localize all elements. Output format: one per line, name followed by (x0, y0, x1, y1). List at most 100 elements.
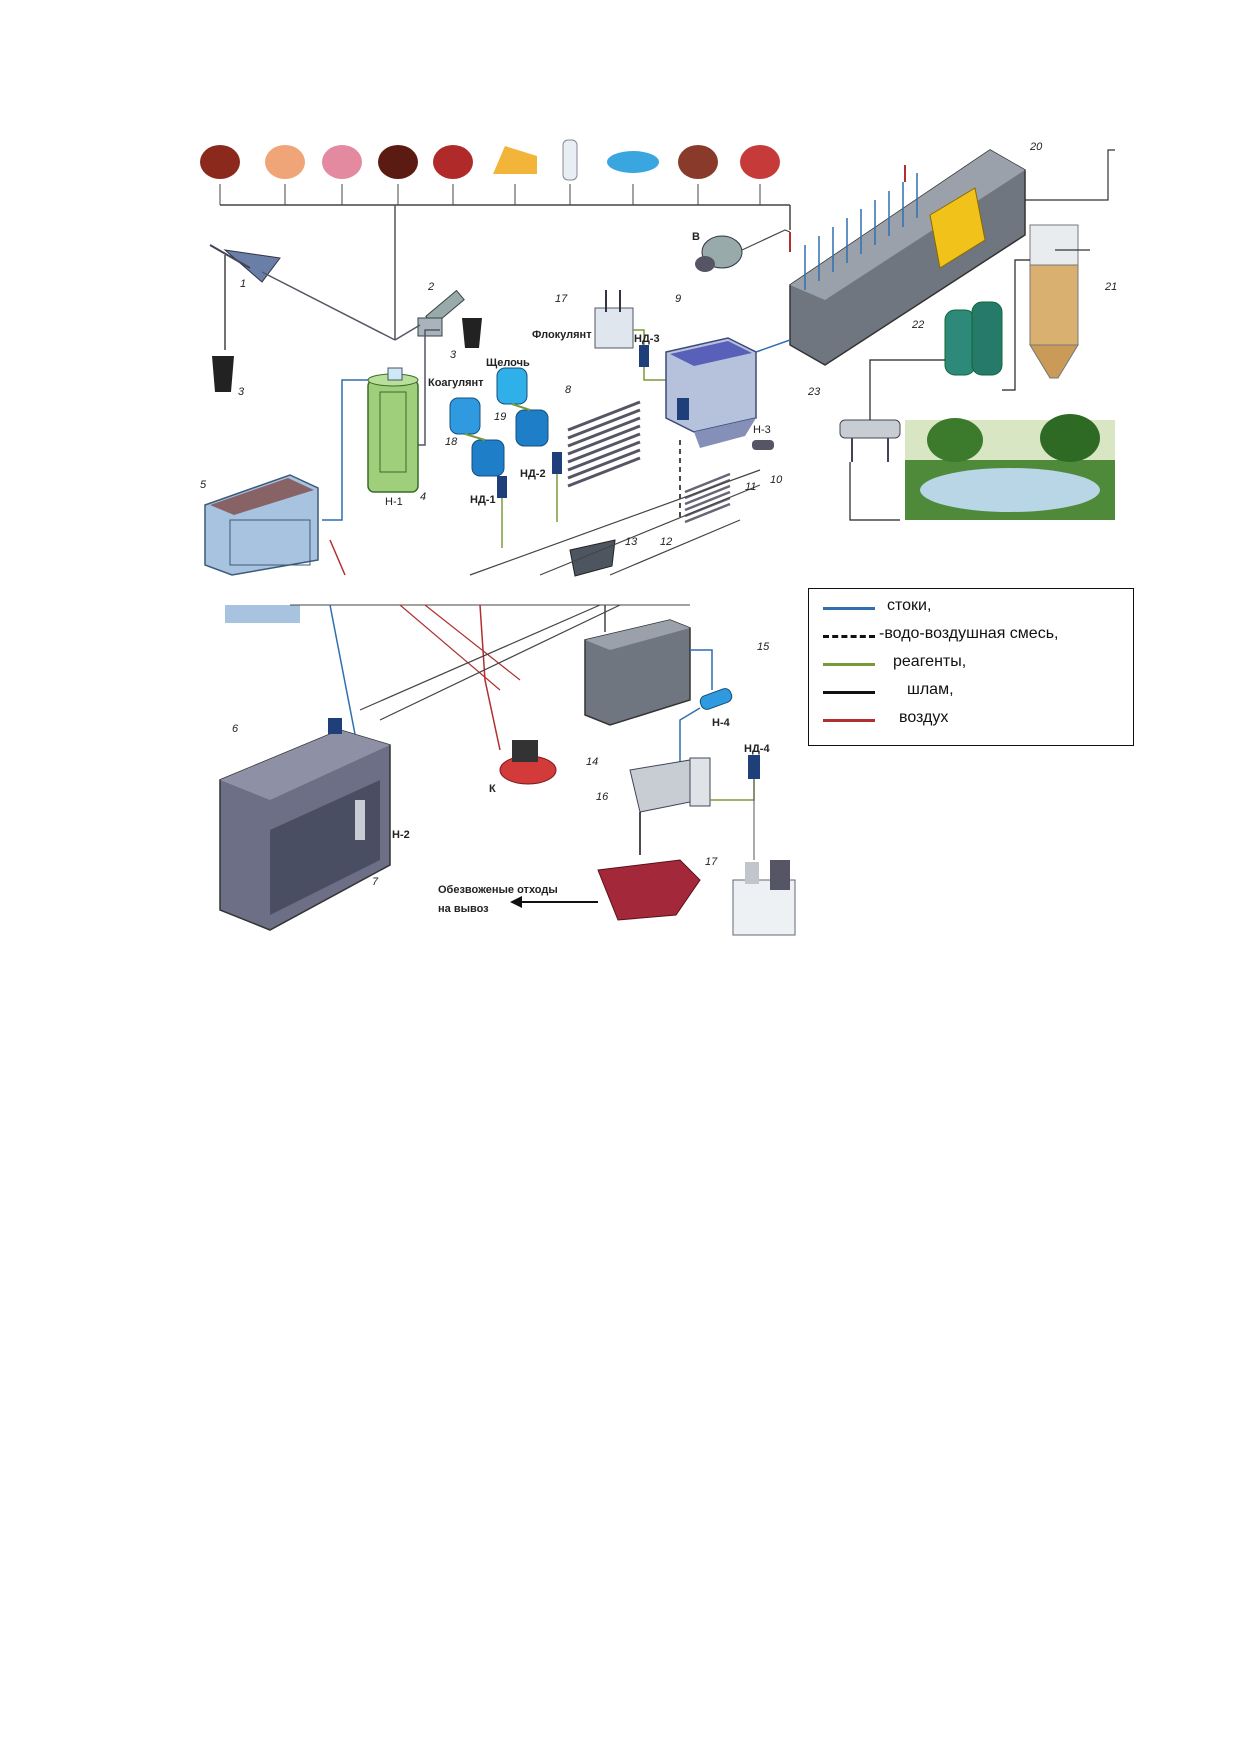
label-b: В (692, 231, 700, 243)
label-3b: 3 (450, 349, 457, 361)
pipe-to-6b (379, 604, 621, 721)
label-17b: 17 (705, 856, 718, 868)
screw-conveyor-2 (417, 289, 465, 337)
dosing-pump-nd3 (639, 345, 649, 367)
line-20-to-21 (1025, 149, 1115, 201)
pump-h-under-9 (677, 398, 689, 420)
alkali-tank-19 (496, 367, 549, 447)
sludge-collector-13 (569, 539, 616, 577)
flocculant-unit-17b (732, 860, 796, 936)
label-waste-line2: на вывоз (438, 903, 489, 915)
line-to-screw (394, 324, 421, 341)
flocculator-pipe (567, 440, 641, 472)
label-18: 18 (445, 436, 458, 448)
legend-label: стоки, (887, 597, 932, 614)
line-21-to-22 (1002, 259, 1030, 391)
legend-item-air-water: -водо-воздушная смесь, (823, 623, 1123, 649)
hen-icon (378, 145, 418, 179)
label-17a: 17 (555, 293, 568, 305)
label-flocculant: Флокулянт (532, 329, 592, 341)
legend-label: -водо-воздушная смесь, (879, 625, 1059, 642)
line-nd4-to-16 (710, 779, 755, 801)
flocculator-pipe (567, 456, 641, 488)
cheese-icon (493, 146, 537, 174)
storage-tank-6 (219, 729, 391, 931)
saturator-pipe (684, 490, 731, 512)
line-22-to-23 (869, 359, 945, 420)
label-nd4: НД-4 (744, 743, 770, 755)
bioreactor-20 (789, 149, 1026, 366)
label-14: 14 (586, 756, 598, 768)
grease-trap-5-base (225, 605, 300, 623)
meat-icon (740, 145, 780, 179)
label-22: 22 (911, 319, 924, 331)
label-11: 11 (745, 481, 756, 493)
label-alkali: Щелочь (486, 357, 530, 369)
waste-bin-3b (462, 318, 482, 348)
flocculator-pipe (567, 448, 641, 480)
legend-box: стоки, -водо-воздушная смесь, реагенты, … (808, 588, 1134, 746)
pump-h2 (355, 800, 365, 840)
legend-item-reagents: реагенты, (823, 651, 1123, 677)
reagent-line-19 (511, 403, 531, 411)
label-10: 10 (770, 474, 783, 486)
pipe-b (539, 484, 761, 576)
label-h2: Н-2 (392, 829, 410, 841)
treatment-scheme-diagram: 1 3 2 3 4 Н-1 5 17 Флокулянт НД-3 Щелочь… (200, 139, 1118, 936)
flocculator-pipe (567, 432, 641, 464)
air-pipe-2 (424, 604, 521, 681)
line-23-to-pond (849, 462, 900, 521)
legend-item-air: воздух (823, 707, 1123, 733)
label-nd2: НД-2 (520, 468, 546, 480)
label-8: 8 (565, 384, 572, 396)
settling-tank-4 (367, 367, 419, 493)
legend-item-stoki: стоки, (823, 595, 1123, 621)
line-1-to-2 (261, 271, 396, 341)
air-line-b (741, 229, 791, 251)
flocculator-pipe (567, 424, 641, 456)
pump-h4 (699, 688, 733, 710)
legend-swatch (823, 607, 875, 610)
milk-bottle-icon (562, 139, 578, 181)
filters-22 (944, 301, 1003, 376)
label-nd3: НД-3 (634, 333, 660, 345)
sludge-container (597, 859, 701, 921)
aeration-grid (804, 173, 918, 290)
air-pipe-to-k (479, 604, 501, 751)
product-icons-row (200, 139, 780, 181)
legend-swatch (823, 663, 875, 666)
pipe-a (469, 469, 761, 576)
settler-21 (1029, 224, 1079, 379)
label-21: 21 (1104, 281, 1117, 293)
label-5: 5 (200, 479, 207, 491)
legend-swatch (823, 719, 875, 722)
legend-label: воздух (899, 709, 949, 726)
legend-swatch (823, 691, 875, 694)
line-nd3-to-9 (643, 367, 666, 381)
label-waste-line1: Обезвоженые отходы (438, 884, 558, 896)
label-4: 4 (420, 491, 426, 503)
air-blower-b (695, 235, 743, 272)
label-3a: 3 (238, 386, 245, 398)
line-screw-to-tank (418, 329, 440, 446)
flotator-9 (665, 337, 757, 448)
line-17-to-nd3 (633, 329, 645, 345)
line-h4-to-16 (679, 707, 701, 770)
coagulant-tank-18 (449, 397, 505, 477)
label-h3: Н-3 (753, 424, 771, 436)
label-k: К (489, 783, 496, 795)
pond-image (905, 414, 1115, 520)
cow-icon (200, 145, 240, 179)
label-1: 1 (240, 278, 246, 290)
label-15: 15 (757, 641, 770, 653)
pipe-c (609, 519, 741, 576)
pipe-flocculator-8 (567, 400, 641, 488)
sludge-tank-14 (584, 619, 691, 726)
flocculator-pipe (567, 408, 641, 440)
label-23: 23 (807, 386, 821, 398)
product-drop-lines (219, 184, 761, 205)
legend-label: шлам, (907, 681, 954, 698)
flocculant-unit-17 (594, 290, 634, 349)
dosing-pump-nd2 (552, 452, 562, 474)
pipe-to-6c (359, 604, 601, 711)
